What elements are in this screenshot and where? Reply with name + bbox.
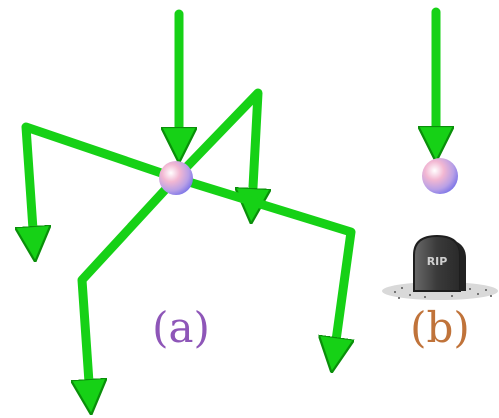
branch-left — [26, 122, 181, 244]
label-b: (b) — [410, 303, 470, 352]
branch-right — [171, 173, 356, 355]
particle-sphere-icon-b — [422, 158, 458, 194]
tombstone-text: RIP — [427, 255, 448, 268]
label-a: (a) — [152, 303, 210, 352]
branching-structure-a — [26, 9, 356, 397]
branch-back — [171, 88, 258, 206]
particle-sphere-icon — [159, 161, 193, 195]
tombstone-icon: RIP — [382, 234, 498, 300]
branch-front — [82, 173, 181, 397]
